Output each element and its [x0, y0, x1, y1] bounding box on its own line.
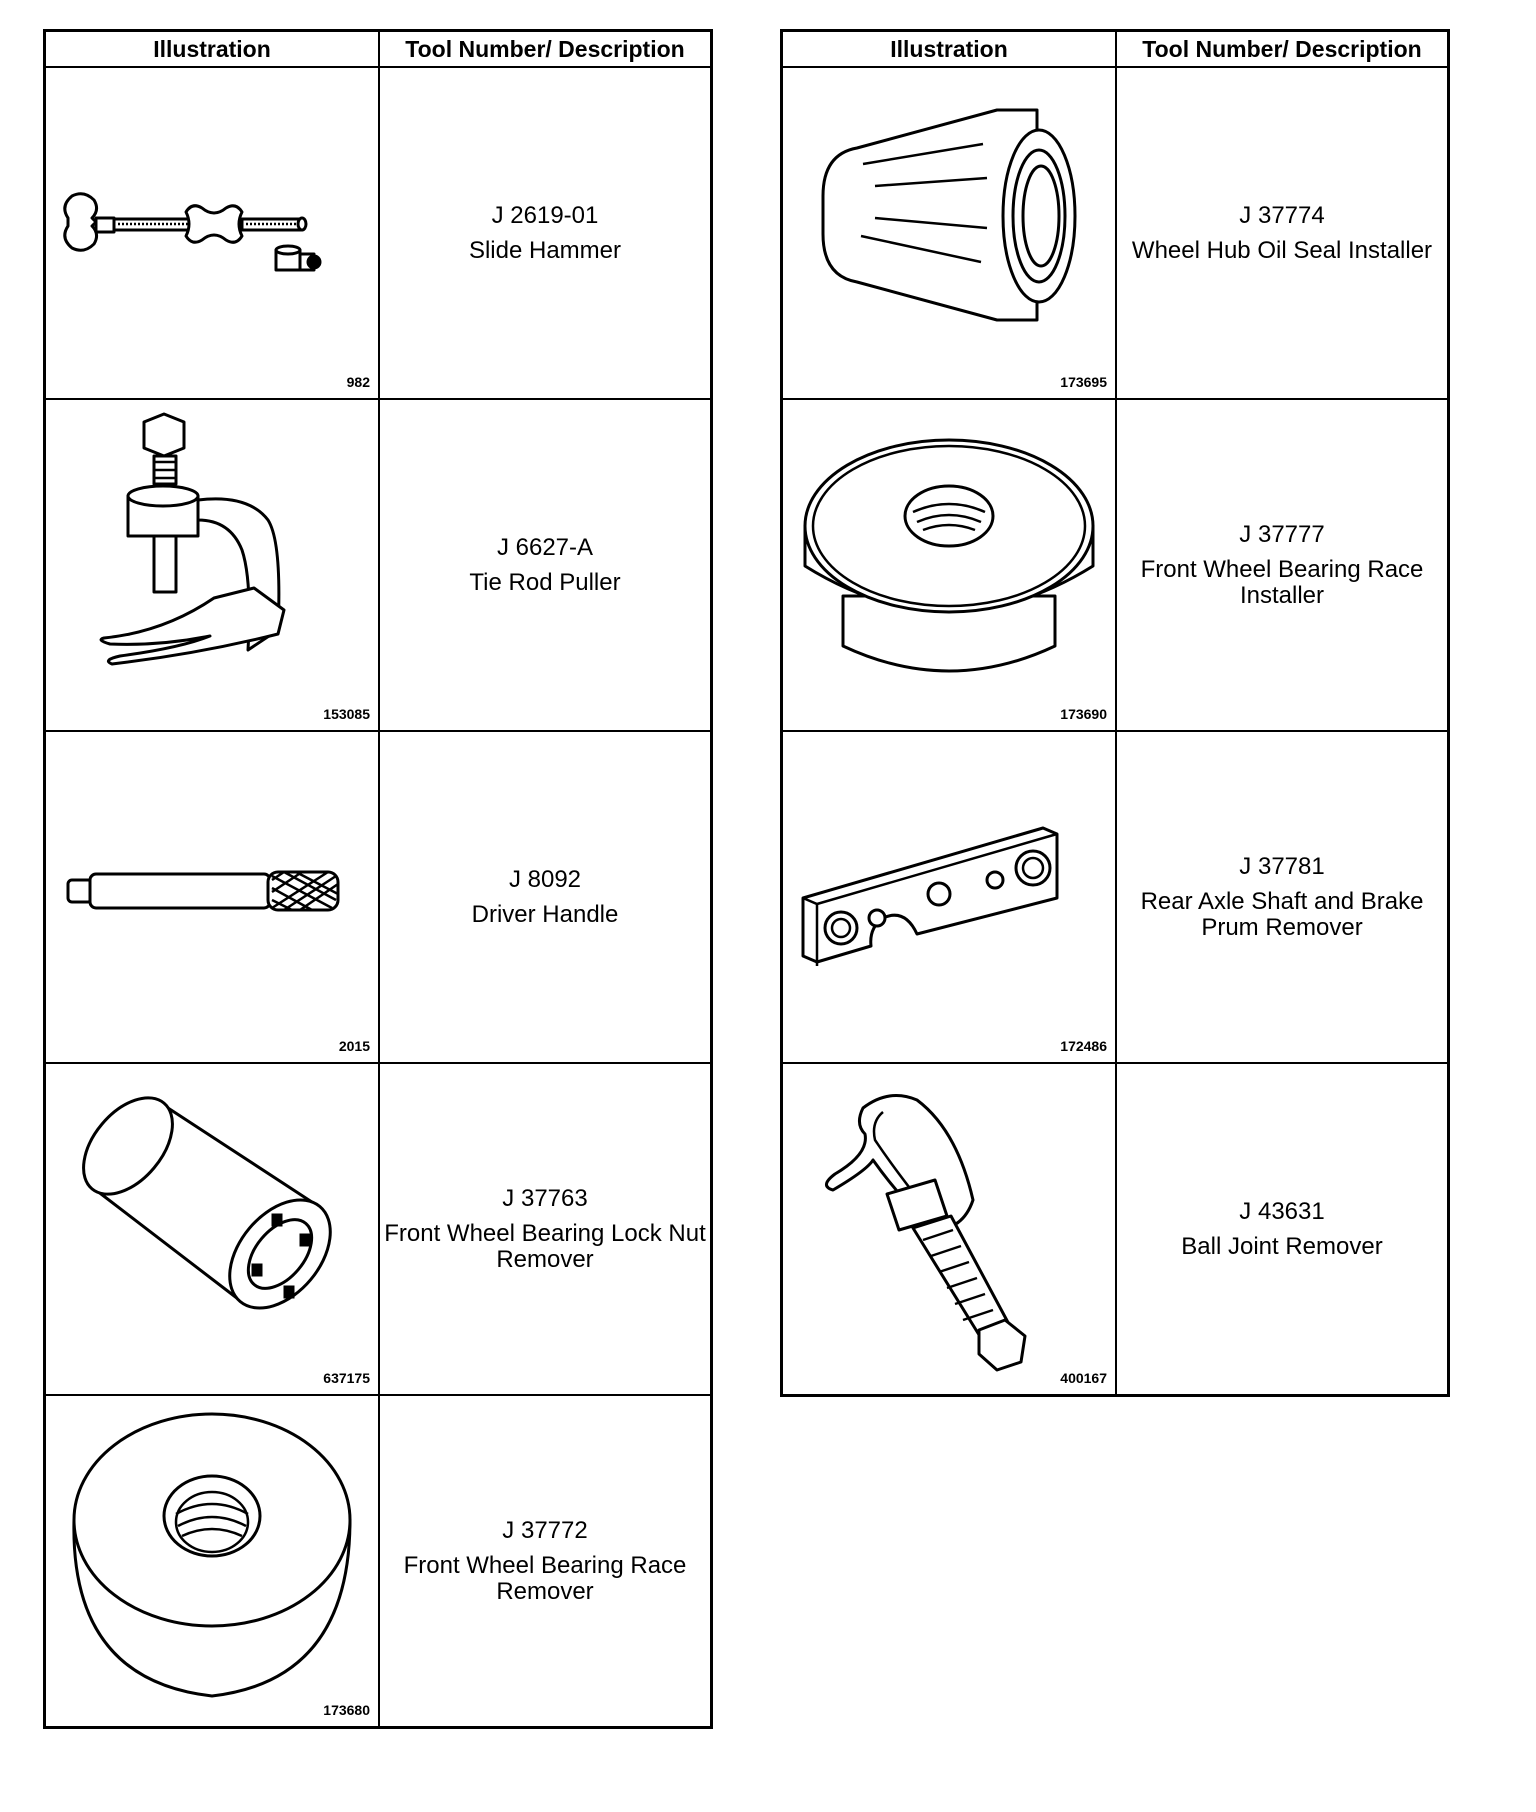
- table-header-row: Illustration Tool Number/ Description: [780, 29, 1450, 68]
- special-tools-table-right: Illustration Tool Number/ Description 17…: [780, 29, 1450, 1397]
- tool-description: Front Wheel Bearing Lock Nut Remover: [384, 1220, 706, 1273]
- table-row: 173690 J 37777 Front Wheel Bearing Race …: [780, 398, 1450, 732]
- table-row: 153085 J 6627-A Tie Rod Puller: [43, 398, 713, 732]
- header-tool-description: Tool Number/ Description: [1115, 29, 1450, 68]
- oil-seal-installer-icon: [821, 108, 1077, 322]
- figure-number: 173695: [1060, 374, 1107, 390]
- table-row: 172486 J 37781 Rear Axle Shaft and Brake…: [780, 730, 1450, 1064]
- figure-number: 637175: [323, 1370, 370, 1386]
- tool-description: Front Wheel Bearing Race Installer: [1140, 556, 1424, 609]
- tool-description: Rear Axle Shaft and Brake Prum Remover: [1140, 888, 1424, 941]
- tool-number: J 37763: [502, 1185, 588, 1213]
- driver-handle-icon: [66, 870, 340, 912]
- figure-number: 400167: [1060, 1370, 1107, 1386]
- race-installer-icon: [803, 438, 1095, 673]
- table-row: 173680 J 37772 Front Wheel Bearing Race …: [43, 1394, 713, 1729]
- table-header-row: Illustration Tool Number/ Description: [43, 29, 713, 68]
- figure-number: 173680: [323, 1702, 370, 1718]
- table-row: 982 J 2619-01 Slide Hammer: [43, 66, 713, 400]
- header-illustration: Illustration: [43, 29, 380, 68]
- figure-number: 173690: [1060, 706, 1107, 722]
- table-row: 400167 J 43631 Ball Joint Remover: [780, 1062, 1450, 1397]
- tool-number: J 43631: [1239, 1197, 1325, 1225]
- table-row: 2015 J 8092 Driver Handle: [43, 730, 713, 1064]
- tie-rod-puller-icon: [99, 412, 286, 666]
- figure-number: 982: [346, 374, 370, 390]
- axle-shaft-remover-icon: [801, 826, 1059, 966]
- race-remover-icon: [72, 1412, 352, 1698]
- tool-description: Slide Hammer: [468, 237, 622, 264]
- header-illustration: Illustration: [780, 29, 1117, 68]
- tool-description: Tie Rod Puller: [469, 569, 621, 596]
- tool-description: Driver Handle: [471, 901, 619, 928]
- tool-description: Wheel Hub Oil Seal Installer: [1131, 237, 1433, 264]
- tool-number: J 6627-A: [496, 533, 594, 561]
- tool-number: J 2619-01: [491, 201, 599, 229]
- tool-number: J 37774: [1239, 201, 1325, 229]
- ball-joint-remover-icon: [825, 1094, 1027, 1372]
- figure-number: 153085: [323, 706, 370, 722]
- figure-number: 172486: [1060, 1038, 1107, 1054]
- tool-description: Ball Joint Remover: [1181, 1233, 1383, 1260]
- tool-number: J 8092: [508, 865, 582, 893]
- header-tool-description: Tool Number/ Description: [378, 29, 713, 68]
- tool-description: Front Wheel Bearing Race Remover: [403, 1552, 687, 1605]
- tool-number: J 37777: [1239, 521, 1325, 549]
- special-tools-table-left: Illustration Tool Number/ Description 98…: [43, 29, 713, 1729]
- slide-hammer-icon: [63, 192, 322, 272]
- table-row: 637175 J 37763 Front Wheel Bearing Lock …: [43, 1062, 713, 1396]
- table-row: 173695 J 37774 Wheel Hub Oil Seal Instal…: [780, 66, 1450, 400]
- lock-nut-remover-icon: [82, 1096, 332, 1310]
- tool-number: J 37772: [502, 1517, 588, 1545]
- figure-number: 2015: [338, 1038, 370, 1054]
- tool-number: J 37781: [1239, 853, 1325, 881]
